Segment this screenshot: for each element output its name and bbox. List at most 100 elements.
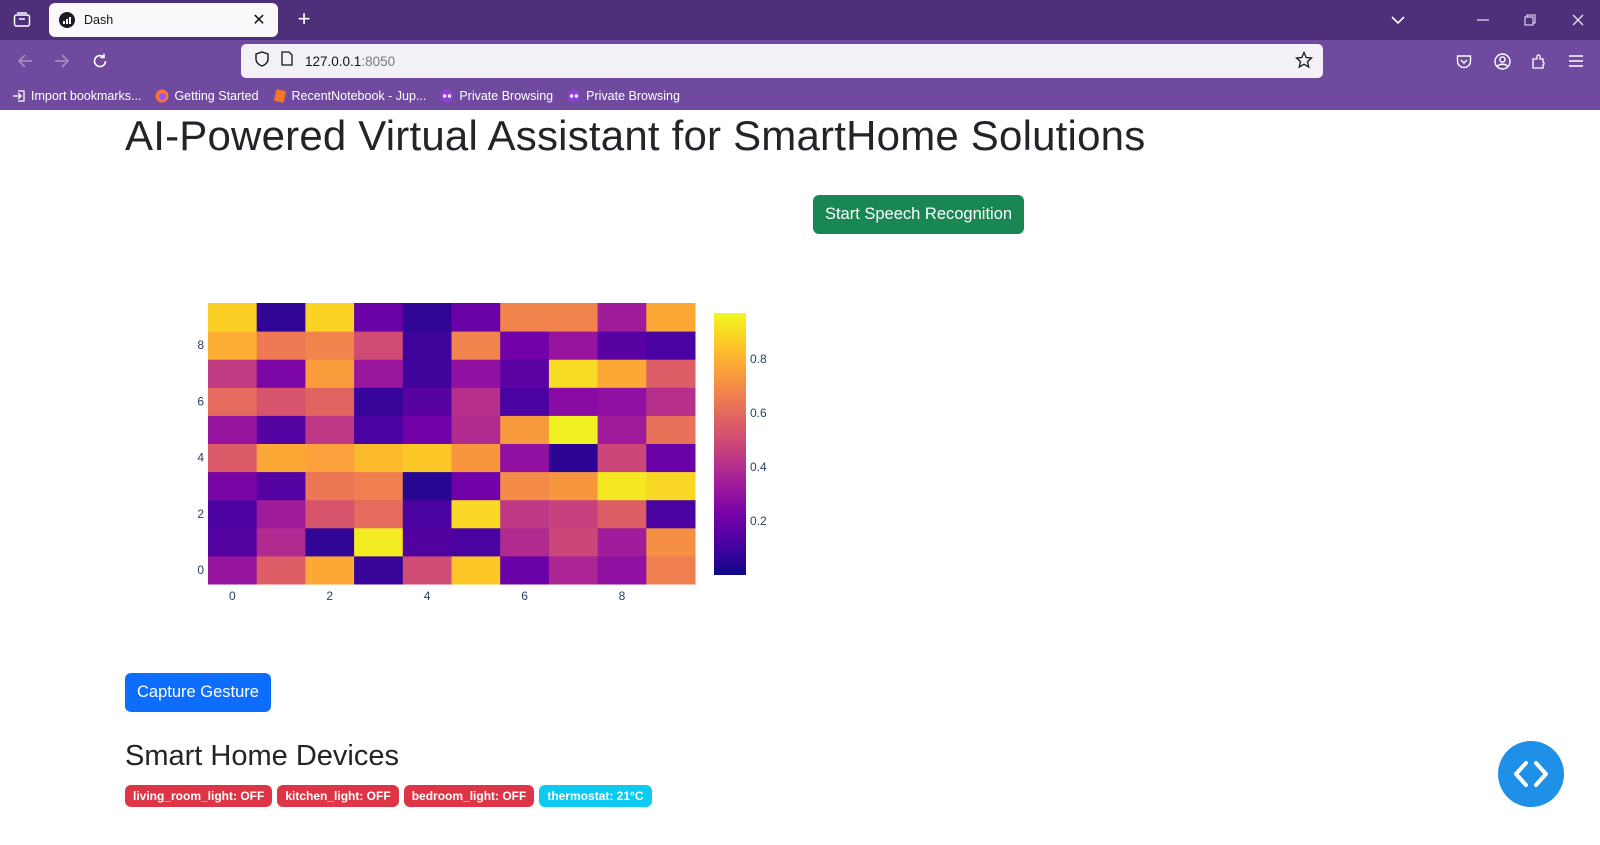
- minimize-icon[interactable]: [1465, 6, 1501, 34]
- heatmap-cell[interactable]: [208, 471, 258, 501]
- heatmap-cell[interactable]: [597, 471, 647, 501]
- heatmap-cell[interactable]: [451, 527, 501, 557]
- bookmark-private-browsing[interactable]: Private Browsing: [440, 89, 553, 103]
- heatmap-cell[interactable]: [208, 555, 258, 585]
- heatmap-cell[interactable]: [208, 415, 258, 444]
- heatmap-cell[interactable]: [208, 387, 258, 416]
- heatmap-cell[interactable]: [646, 359, 696, 388]
- start-speech-recognition-button[interactable]: Start Speech Recognition: [813, 195, 1024, 234]
- restore-icon[interactable]: [1512, 6, 1548, 34]
- heatmap-cell[interactable]: [500, 527, 550, 557]
- tab-list-icon[interactable]: [8, 6, 36, 34]
- heatmap-cell[interactable]: [451, 443, 501, 473]
- heatmap-cell[interactable]: [354, 527, 404, 557]
- heatmap-cell[interactable]: [646, 387, 696, 416]
- heatmap-cell[interactable]: [548, 387, 599, 416]
- heatmap-cell[interactable]: [208, 499, 258, 529]
- page-info-icon[interactable]: [281, 51, 293, 71]
- capture-gesture-button[interactable]: Capture Gesture: [125, 673, 271, 712]
- heatmap-cell[interactable]: [402, 303, 452, 332]
- bookmark-star-icon[interactable]: [1294, 50, 1314, 74]
- heatmap-cell[interactable]: [597, 527, 647, 557]
- url-text[interactable]: 127.0.0.1:8050: [305, 54, 395, 69]
- heatmap-cell[interactable]: [597, 555, 647, 585]
- account-icon[interactable]: [1488, 47, 1516, 75]
- heatmap-cell[interactable]: [500, 555, 550, 585]
- heatmap-cell[interactable]: [256, 471, 306, 501]
- heatmap-cell[interactable]: [354, 555, 404, 585]
- pocket-icon[interactable]: [1450, 47, 1478, 75]
- heatmap-cell[interactable]: [256, 499, 306, 529]
- heatmap-cell[interactable]: [646, 527, 696, 557]
- menu-icon[interactable]: [1562, 47, 1590, 75]
- heatmap-cell[interactable]: [208, 443, 258, 473]
- address-bar[interactable]: 127.0.0.1:8050: [241, 44, 1323, 78]
- heatmap-cell[interactable]: [256, 331, 306, 360]
- heatmap-cell[interactable]: [402, 415, 452, 444]
- heatmap-cell[interactable]: [256, 359, 306, 388]
- heatmap-cell[interactable]: [305, 443, 355, 473]
- heatmap-cell[interactable]: [402, 527, 452, 557]
- heatmap-cell[interactable]: [402, 359, 452, 388]
- heatmap-cell[interactable]: [354, 499, 404, 529]
- close-tab-icon[interactable]: ✕: [252, 12, 266, 29]
- heatmap-cell[interactable]: [548, 415, 599, 444]
- dash-debug-toggle-button[interactable]: [1498, 741, 1564, 807]
- heatmap-cell[interactable]: [646, 555, 696, 585]
- heatmap-cell[interactable]: [354, 415, 404, 444]
- heatmap-cell[interactable]: [402, 331, 452, 360]
- heatmap-cell[interactable]: [451, 303, 501, 332]
- heatmap-cell[interactable]: [256, 415, 306, 444]
- heatmap-cell[interactable]: [500, 499, 550, 529]
- heatmap-cell[interactable]: [305, 527, 355, 557]
- heatmap-cell[interactable]: [305, 471, 355, 501]
- forward-icon[interactable]: [48, 47, 76, 75]
- heatmap-cell[interactable]: [354, 387, 404, 416]
- heatmap-cell[interactable]: [402, 499, 452, 529]
- heatmap-cell[interactable]: [548, 359, 599, 388]
- heatmap-cell[interactable]: [305, 499, 355, 529]
- heatmap-cell[interactable]: [256, 527, 306, 557]
- heatmap-cell[interactable]: [305, 359, 355, 388]
- heatmap-cell[interactable]: [646, 331, 696, 360]
- heatmap-cell[interactable]: [451, 387, 501, 416]
- heatmap-cell[interactable]: [548, 303, 599, 332]
- heatmap-cell[interactable]: [597, 415, 647, 444]
- heatmap-cell[interactable]: [500, 303, 550, 332]
- heatmap-cell[interactable]: [646, 499, 696, 529]
- heatmap-cell[interactable]: [597, 499, 647, 529]
- heatmap-cell[interactable]: [597, 303, 647, 332]
- heatmap-cell[interactable]: [354, 359, 404, 388]
- heatmap-cell[interactable]: [451, 359, 501, 388]
- heatmap-cell[interactable]: [256, 303, 306, 332]
- reload-icon[interactable]: [86, 47, 114, 75]
- bookmark-getting-started[interactable]: Getting Started: [155, 89, 259, 103]
- heatmap-cell[interactable]: [305, 303, 355, 332]
- heatmap-cell[interactable]: [500, 471, 550, 501]
- extensions-icon[interactable]: [1525, 47, 1553, 75]
- heatmap-cell[interactable]: [354, 443, 404, 473]
- heatmap-cell[interactable]: [500, 331, 550, 360]
- bookmark-recent-notebook[interactable]: RecentNotebook - Jup...: [273, 89, 426, 103]
- heatmap-cell[interactable]: [208, 359, 258, 388]
- heatmap-cell[interactable]: [597, 387, 647, 416]
- heatmap-cell[interactable]: [208, 331, 258, 360]
- heatmap-cell[interactable]: [451, 471, 501, 501]
- heatmap-cell[interactable]: [548, 499, 599, 529]
- heatmap-cell[interactable]: [646, 415, 696, 444]
- heatmap-cell[interactable]: [402, 555, 452, 585]
- heatmap-cell[interactable]: [256, 555, 306, 585]
- back-icon[interactable]: [11, 47, 39, 75]
- heatmap-cell[interactable]: [500, 359, 550, 388]
- heatmap-cell[interactable]: [354, 303, 404, 332]
- heatmap-cell[interactable]: [646, 471, 696, 501]
- heatmap-cell[interactable]: [354, 471, 404, 501]
- heatmap-cell[interactable]: [305, 331, 355, 360]
- heatmap-cell[interactable]: [500, 415, 550, 444]
- heatmap-cell[interactable]: [305, 555, 355, 585]
- heatmap-cell[interactable]: [451, 415, 501, 444]
- list-all-tabs-icon[interactable]: [1380, 6, 1416, 34]
- heatmap-cell[interactable]: [548, 331, 599, 360]
- heatmap-cell[interactable]: [646, 303, 696, 332]
- heatmap-cell[interactable]: [305, 415, 355, 444]
